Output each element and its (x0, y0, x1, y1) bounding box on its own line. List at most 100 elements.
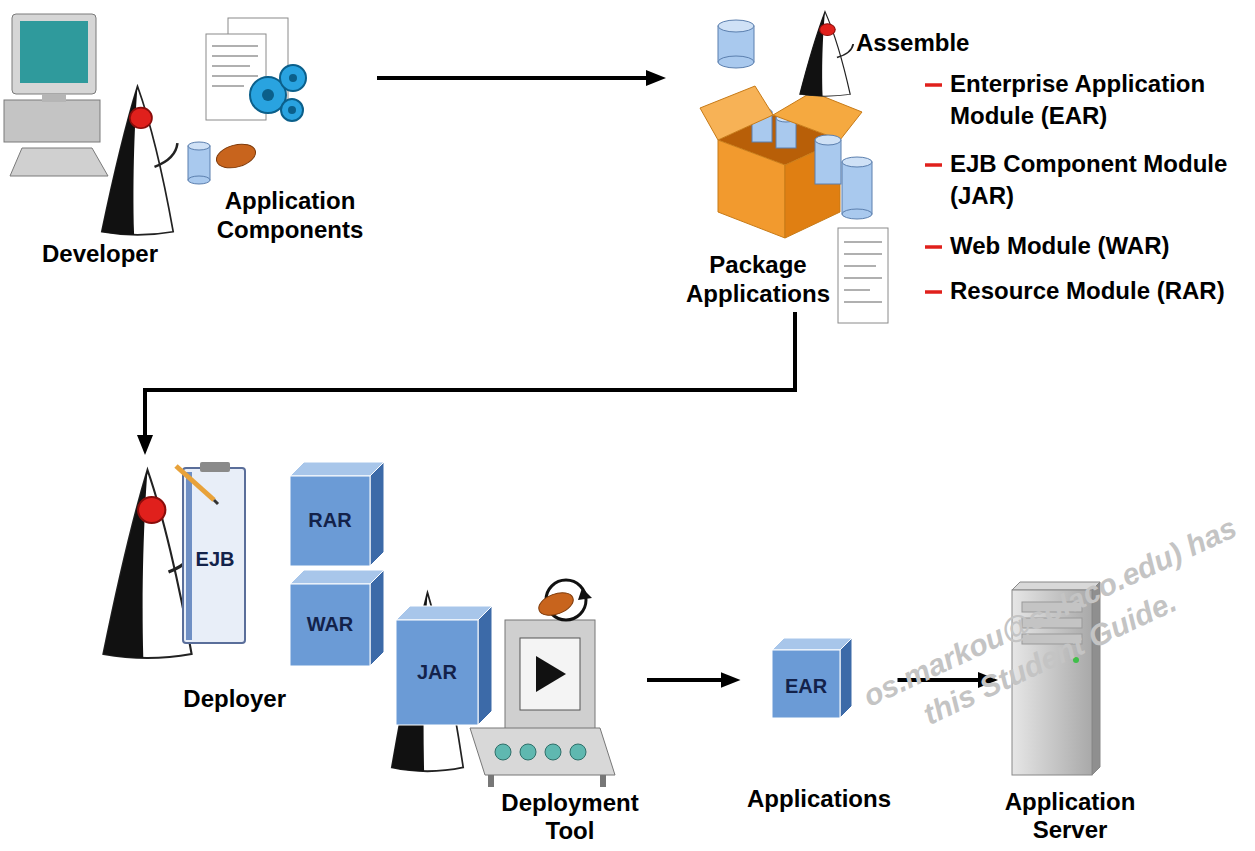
component-icons (212, 85, 244, 87)
flow-arrow (145, 312, 795, 445)
module-cube (772, 638, 852, 718)
duke-figure (102, 86, 178, 235)
duke-figure (800, 12, 853, 97)
component-icons (281, 99, 303, 121)
bullet-dash (925, 163, 942, 167)
module-cube: RAR (290, 476, 370, 566)
module-cube: WAR (290, 584, 370, 666)
figure-node: Application Components (203, 30, 377, 248)
deployment-machine (520, 744, 536, 760)
bullet-dash (925, 245, 942, 249)
package-box (773, 92, 862, 140)
bullet-dash (925, 290, 942, 294)
module-cube (478, 606, 492, 725)
component-icons (188, 176, 210, 184)
watermark: os.markou@solaco.edu) has (858, 510, 1242, 713)
module-cube (290, 584, 370, 666)
package-box (718, 56, 754, 68)
clipboard (214, 500, 218, 504)
package-box (785, 140, 840, 238)
module-cube (396, 620, 478, 725)
component-icons (212, 75, 258, 77)
clipboard-node: EJB (186, 530, 244, 590)
clipboard (176, 466, 214, 500)
duke-figure (800, 12, 853, 97)
deployment-machine (600, 775, 606, 787)
module-cube (772, 650, 840, 718)
deployment-machine (488, 775, 494, 787)
component-icons (212, 45, 258, 47)
deployment-machine (578, 588, 592, 600)
computer-icon (4, 100, 100, 142)
list-item: Enterprise Application Module (EAR) (950, 68, 1240, 132)
deployment-machine (470, 728, 615, 775)
package-box (718, 20, 754, 32)
list-item-holder: Resource Module (RAR) (950, 275, 1240, 307)
component-icons (212, 55, 258, 57)
module-cube (290, 570, 384, 666)
module-cube (290, 476, 370, 566)
list-item: Web Module (WAR) (950, 230, 1240, 262)
module-cube (772, 638, 852, 650)
deployment-machine (545, 744, 561, 760)
cube-label: WAR (307, 612, 354, 636)
computer-icon (4, 14, 108, 176)
server-tower (1092, 582, 1100, 775)
caption-text: Package Applications (671, 250, 846, 308)
caption-text: Application Server (1002, 788, 1138, 844)
list-item: Resource Module (RAR) (950, 275, 1240, 307)
caption-text: Developer (42, 240, 158, 268)
module-cube (840, 638, 852, 718)
deployment-machine (495, 744, 511, 760)
computer-icon (12, 14, 96, 94)
figure-node: Developer (5, 10, 195, 272)
component-icons (280, 65, 306, 91)
package-box (844, 301, 882, 303)
package-box (844, 241, 882, 243)
figure-node: DeployerEJB (88, 455, 290, 717)
module-cube (396, 606, 492, 620)
flow-arrow (647, 678, 731, 682)
bullet-dash (925, 83, 942, 87)
caption-text: EJB (196, 547, 235, 571)
package-box (815, 135, 841, 145)
deployment-machine (570, 744, 586, 760)
component-icons (188, 146, 210, 180)
section-heading-holder: Assemble (856, 28, 969, 58)
module-cube (290, 570, 384, 584)
component-icons (262, 89, 274, 101)
deployment-machine (520, 638, 580, 710)
cube-label: EAR (785, 674, 827, 698)
computer-icon (10, 148, 108, 176)
component-icons (288, 106, 296, 114)
caption-text: Application Components (208, 186, 373, 244)
clipboard (200, 462, 230, 472)
component-icons (289, 74, 297, 82)
package-box (718, 140, 785, 238)
package-box (842, 209, 872, 219)
caption-text: Deployment Tool (497, 789, 643, 845)
deployment-machine (505, 620, 595, 730)
clipboard (176, 462, 245, 643)
component-icons (214, 140, 258, 172)
list-item: EJB Component Module (JAR) (950, 148, 1240, 212)
package-box (844, 253, 882, 255)
component-icons (188, 18, 306, 184)
package-box (844, 277, 882, 279)
package-box (844, 289, 870, 291)
cube-label: JAR (417, 660, 457, 684)
caption-text: Applications (747, 785, 891, 813)
deployment-machine (470, 580, 615, 787)
package-box (700, 86, 773, 140)
module-cube (290, 462, 384, 476)
package-box (842, 162, 872, 214)
module-cube (396, 606, 492, 725)
computer-icon (42, 94, 66, 102)
figure-node: Package Applications (666, 5, 850, 312)
component-icons (212, 65, 250, 67)
module-cube (370, 462, 384, 566)
module-cube: JAR (396, 620, 478, 725)
clipboard (183, 468, 245, 643)
package-box (844, 265, 876, 267)
